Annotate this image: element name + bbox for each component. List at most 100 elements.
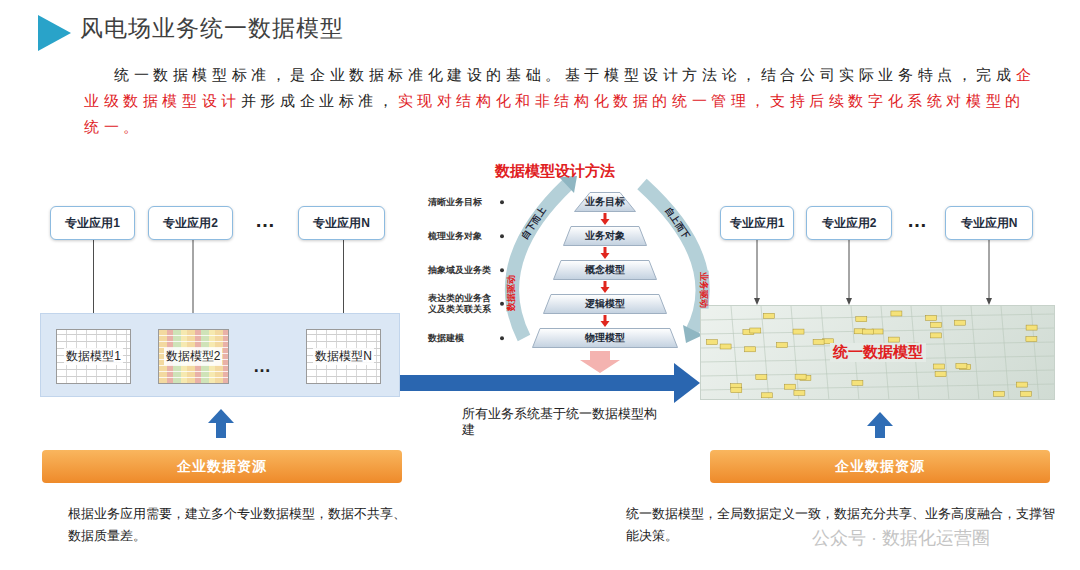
connector	[846, 240, 852, 305]
connector-line	[604, 281, 607, 288]
node-text: 专业应用N	[313, 215, 370, 232]
resource-bar: 企业数据资源	[710, 450, 1050, 483]
connector-line	[849, 240, 850, 299]
entity-mark	[706, 340, 717, 345]
entity-mark	[720, 344, 731, 349]
application-box: 专业应用2	[806, 206, 892, 240]
trapezoid-outline	[575, 193, 636, 212]
application-box: 专业应用N	[945, 206, 1033, 240]
arrowhead	[986, 298, 992, 305]
data-model-box: 数据模型1	[56, 329, 131, 384]
intro-paragraph: 统一数据模型标准，是企业数据标准化建设的基础。基于模型设计方法论，结合公司实际业…	[84, 62, 1039, 140]
method-title: 数据模型设计方法	[470, 162, 640, 181]
arrowhead	[674, 363, 700, 403]
pyramid-level: 物理模型	[532, 328, 678, 348]
node-text: 专业应用1	[65, 215, 120, 232]
texture-line	[821, 306, 829, 400]
entity-mark	[1021, 391, 1032, 396]
connector-line	[604, 247, 607, 254]
trapezoid-outline	[554, 261, 657, 280]
entity-mark	[1026, 325, 1037, 330]
node-text: 业务目标	[585, 195, 625, 209]
leader-dot	[500, 268, 504, 272]
ellipsis-mark: …	[255, 208, 275, 233]
intro-text: 并形成企业标准，	[241, 92, 398, 109]
step-note: 清晰业务目标	[428, 197, 496, 208]
resource-bar: 企业数据资源	[42, 450, 402, 483]
entity-mark	[993, 391, 1004, 396]
arrow-caption: 所有业务系统基于统一数据模型构建	[462, 406, 662, 439]
entity-mark	[1016, 382, 1027, 387]
node-text: 数据模型1	[64, 348, 123, 365]
application-box: 专业应用1	[50, 206, 135, 240]
entity-mark	[794, 390, 805, 395]
entity-mark	[934, 364, 945, 369]
entity-mark	[777, 343, 788, 348]
node-text: 业务对象	[585, 229, 625, 243]
arrowhead	[754, 298, 760, 305]
entity-mark	[1026, 337, 1037, 342]
connector-line	[216, 422, 226, 438]
step-note: 抽象域及业务类	[428, 265, 496, 276]
data-model-box: 数据模型N	[306, 329, 381, 384]
entity-mark	[891, 311, 902, 316]
connector-line	[757, 240, 758, 299]
arrowhead	[846, 298, 852, 305]
entity-mark	[935, 372, 946, 377]
ellipsis-mark: …	[907, 208, 927, 233]
connector	[208, 409, 234, 438]
node-text: 概念模型	[585, 263, 625, 277]
entity-mark	[852, 380, 863, 385]
arrowhead	[208, 409, 234, 423]
entity-mark	[756, 375, 767, 380]
texture-line	[941, 306, 949, 400]
title-triangle	[38, 15, 71, 51]
connector	[986, 240, 992, 305]
connector-line	[400, 375, 677, 391]
trapezoid-outline	[544, 295, 667, 314]
arc-label: 数据驱动	[506, 273, 517, 311]
pyramid-level: 概念模型	[553, 260, 657, 280]
down-arrow	[580, 351, 620, 373]
texture-line	[1031, 306, 1039, 400]
connector	[601, 315, 610, 327]
node-text: 数据模型N	[313, 348, 374, 365]
entity-mark	[763, 313, 774, 318]
page-title: 风电场业务统一数据模型	[80, 13, 344, 44]
arrowhead	[867, 412, 893, 426]
node-text: …	[253, 356, 271, 377]
connector-line	[343, 240, 344, 323]
node-text: 专业应用2	[163, 215, 218, 232]
application-box: 专业应用N	[298, 206, 385, 240]
connector	[867, 412, 893, 438]
watermark: 公众号 · 数据化运营圈	[812, 527, 990, 550]
arrowhead	[601, 287, 610, 293]
leader-dot	[500, 200, 504, 204]
texture-line	[701, 370, 1055, 376]
arrowhead	[601, 321, 610, 327]
pyramid-level: 逻辑模型	[543, 294, 667, 314]
arc-label: 业务驱动	[697, 270, 708, 308]
entity-mark	[731, 388, 742, 393]
entity-mark	[863, 329, 874, 334]
node-text: 逻辑模型	[585, 297, 625, 311]
texture-line	[1001, 306, 1009, 400]
node-text: 企业数据资源	[835, 458, 925, 476]
connector	[601, 247, 610, 259]
model-panel: …数据模型1数据模型2数据模型N	[40, 313, 400, 397]
entity-mark	[784, 384, 795, 389]
leader-dot	[500, 302, 504, 306]
texture-line	[761, 306, 769, 400]
entity-mark	[761, 393, 772, 398]
node-text: 专业应用1	[730, 215, 785, 232]
entity-mark	[793, 329, 804, 334]
connector	[601, 281, 610, 293]
caption-text: 根据业务应用需要，建立多个专业数据模型，数据不共享、数据质量差。	[68, 503, 413, 547]
node-text: 统一数据模型	[830, 343, 926, 362]
step-note: 数据建模	[428, 333, 496, 344]
trapezoid-outline	[533, 329, 678, 348]
connector-line	[989, 240, 990, 299]
arrowhead	[601, 219, 610, 225]
entity-mark	[856, 317, 867, 322]
